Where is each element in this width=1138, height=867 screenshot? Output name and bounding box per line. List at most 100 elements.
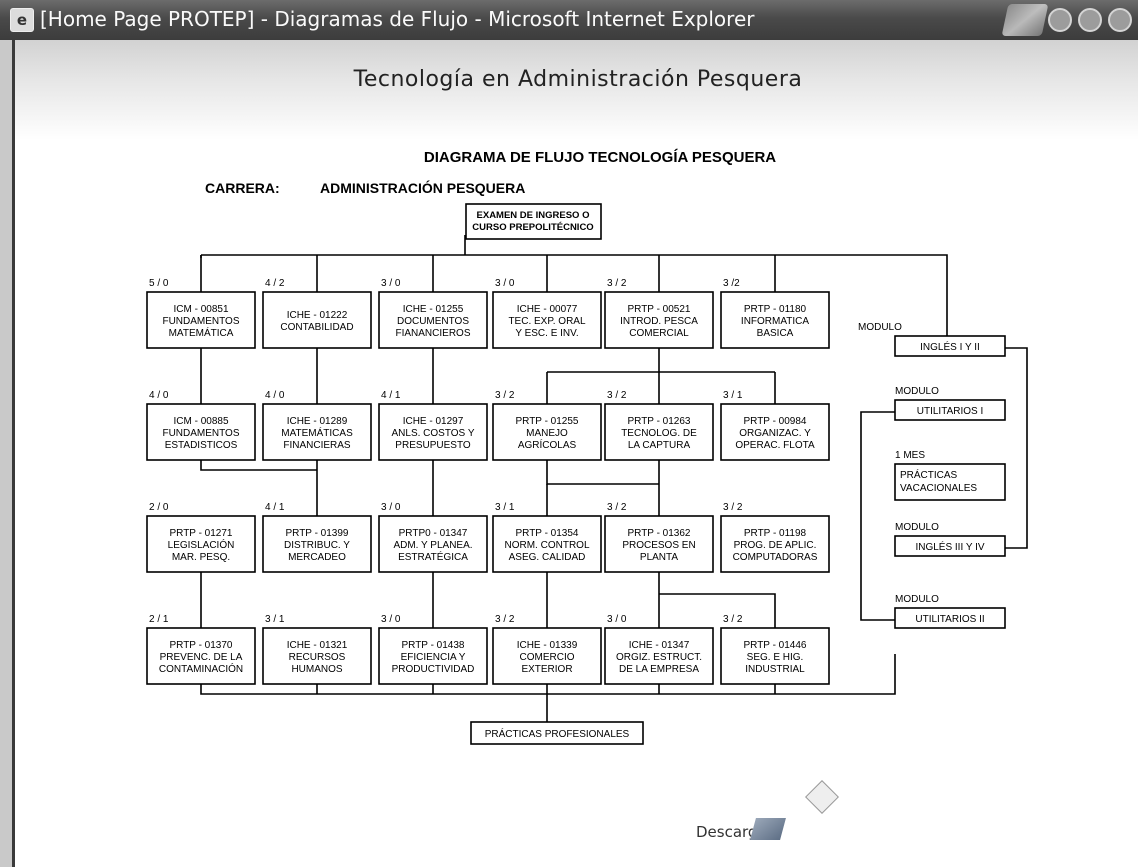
course-text: OPERAC. FLOTA [735,440,815,451]
course-text: PRTP - 00984 [743,416,806,427]
module-box-text: UTILITARIOS II [915,614,984,625]
course-text: ICHE - 01347 [629,640,690,651]
download-link[interactable]: Descarga [696,823,767,841]
course-text: ORGANIZAC. Y [739,428,811,439]
course-credits: 3 / 2 [607,502,627,513]
windows-logo-icon [1001,4,1049,36]
site-title: Tecnología en Administración Pesquera [353,67,803,92]
course-text: ASEG. CALIDAD [509,552,586,563]
carrera-value: ADMINISTRACIÓN PESQUERA [320,179,525,196]
course-text: PRTP - 01263 [627,416,690,427]
course-text: INTROD. PESCA [620,316,698,327]
module-box-text: VACACIONALES [900,483,977,494]
course-text: TECNOLOG. DE [621,428,697,439]
course-credits: 3 / 2 [607,390,627,401]
course-text: EFICIENCIA Y [401,652,466,663]
course-text: ICHE - 01222 [287,310,348,321]
course-text: NORM. CONTROL [505,540,590,551]
course-text: PRTP - 01438 [401,640,464,651]
course-credits: 4 / 2 [265,278,285,289]
course-text: TEC. EXP. ORAL [508,316,586,327]
course-text: FINANCIERAS [283,440,351,451]
course-text: FIANANCIEROS [395,328,470,339]
browser-content: Tecnología en Administración Pesquera DI… [12,40,1138,867]
course-credits: 3 / 1 [495,502,515,513]
course-text: DISTRIBUC. Y [284,540,350,551]
course-text: BASICA [757,328,794,339]
minimize-button[interactable] [1048,8,1072,32]
course-credits: 3 / 2 [607,278,627,289]
connector-line [860,411,895,621]
course-text: ORGIZ. ESTRUCT. [616,652,702,663]
course-credits: 3 / 2 [495,614,515,625]
course-text: COMPUTADORAS [733,552,818,563]
course-text: PRODUCTIVIDAD [392,664,475,675]
end-node: PRÁCTICAS PROFESIONALES [470,721,644,745]
course-credits: 3 / 1 [723,390,743,401]
connector-line [659,593,776,628]
course-text: INDUSTRIAL [745,664,805,675]
course-text: ICHE - 01255 [403,304,464,315]
course-credits: 4 / 0 [149,390,169,401]
connector-line [201,254,948,346]
course-text: MATEMÁTICAS [281,426,353,439]
carrera-label: CARRERA: [205,180,280,196]
module-label: MODULO [895,386,939,397]
close-button[interactable] [1108,8,1132,32]
course-text: ICHE - 00077 [517,304,578,315]
course-text: ESTADISTICOS [165,440,238,451]
course-text: COMERCIO [520,652,575,663]
course-text: ICHE - 01321 [287,640,348,651]
course-text: ICHE - 01297 [403,416,464,427]
course-text: HUMANOS [291,664,342,675]
module-box-text: INGLÉS III Y IV [915,540,984,553]
course-text: MAR. PESQ. [172,552,230,563]
diagram-title: DIAGRAMA DE FLUJO TECNOLOGÍA PESQUERA [424,149,776,166]
course-credits: 5 / 0 [149,278,169,289]
course-text: COMERCIAL [629,328,689,339]
course-text: SEG. E HIG. [747,652,804,663]
course-text: PREVENC. DE LA [160,652,243,663]
course-text: Y ESC. E INV. [515,328,578,339]
course-credits: 3 / 1 [265,614,285,625]
connector-line [200,460,317,471]
module-node: MODULO UTILITARIOS I [894,386,1006,421]
course-text: PRTP - 01354 [515,528,578,539]
course-credits: 3 / 2 [723,502,743,513]
module-box-text: PRÁCTICAS [900,468,958,481]
course-text: DOCUMENTOS [397,316,469,327]
course-text: PRTP0 - 01347 [399,528,468,539]
maximize-button[interactable] [1078,8,1102,32]
course-text: MERCADEO [288,552,346,563]
course-text: AGRÍCOLAS [518,438,577,451]
connector-line [546,460,659,485]
course-text: PLANTA [640,552,678,563]
download-icon[interactable] [750,818,786,840]
module-box-text: UTILITARIOS I [917,406,984,417]
course-credits: 4 / 1 [381,390,401,401]
course-credits: 4 / 1 [265,502,285,513]
